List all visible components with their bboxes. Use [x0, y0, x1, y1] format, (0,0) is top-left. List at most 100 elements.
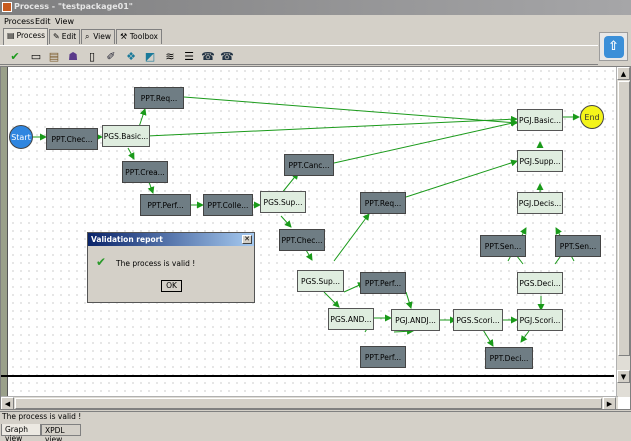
node-n5[interactable]: PPT.Perf...	[140, 194, 191, 216]
node-n7[interactable]: PGS.Sup...	[260, 191, 306, 213]
menu-process[interactable]: Process	[4, 17, 35, 26]
node-n19[interactable]: PGS.Deci...	[517, 272, 563, 294]
node-n21[interactable]: PPT.Sen...	[555, 235, 601, 257]
node-n17[interactable]: PPT.Deci...	[485, 347, 533, 369]
edit-pencil-icon[interactable]: ✐	[106, 49, 116, 63]
graph-canvas[interactable]: Start End PPT.Chec... PGS.Basic... PPT.R…	[1, 67, 614, 397]
node-n16[interactable]: PGS.Scori...	[453, 309, 503, 331]
check-icon[interactable]: ✔	[10, 49, 20, 63]
toolbar: ✔ ▭ ▤ ☗ ▯ ✐ ❖ ◩ ≋ ☰ ☎ ☎	[0, 45, 598, 65]
window-icon[interactable]: ▭	[30, 49, 42, 63]
tab-toolbox-label: Toolbox	[129, 32, 158, 41]
edge	[333, 119, 518, 164]
tab-view[interactable]: ⌕ View	[81, 29, 115, 44]
horizontal-scrollbar[interactable]: ◀ ▶	[1, 396, 618, 409]
page-icon[interactable]: ▯	[88, 49, 96, 63]
tab-process[interactable]: ▤ Process	[3, 28, 48, 45]
up-arrow-icon: ⇧	[603, 35, 624, 58]
close-icon[interactable]: ✕	[242, 235, 252, 244]
node-n18[interactable]: PGJ.Scori...	[517, 309, 563, 331]
node-n13[interactable]: PPT.Perf...	[360, 272, 406, 294]
toolbox-icon: ⚒	[120, 32, 128, 41]
menu-bar: Process Edit View	[0, 15, 631, 28]
tab-graph-view[interactable]: Graph view	[1, 424, 41, 441]
node-n3[interactable]: PPT.Req...	[134, 87, 184, 109]
end-node-label: End	[584, 112, 600, 122]
scroll-down-icon[interactable]: ▼	[617, 370, 630, 383]
stack2-icon[interactable]: ☰	[184, 49, 194, 63]
edge	[405, 291, 413, 309]
edge	[146, 115, 518, 137]
ok-button[interactable]: OK	[161, 280, 182, 292]
process-icon: ▤	[7, 31, 15, 40]
node-n1[interactable]: PPT.Chec...	[46, 128, 98, 150]
phone2-icon[interactable]: ☎	[220, 49, 234, 63]
tab-bar: ▤ Process ✎ Edit ⌕ View ⚒ Toolbox	[0, 28, 631, 45]
edge	[333, 213, 370, 262]
stack-icon[interactable]: ≋	[165, 49, 175, 63]
start-node-label: Start	[11, 132, 31, 142]
node-n6[interactable]: PPT.Colle...	[203, 194, 253, 216]
edge	[323, 291, 340, 308]
edge	[138, 108, 147, 128]
node-n22[interactable]: PGJ.Decis...	[517, 192, 563, 214]
view-tabs: Graph view XPDL view	[0, 423, 631, 441]
edge	[405, 159, 518, 198]
node-n24[interactable]: PGJ.Basic...	[517, 109, 563, 131]
start-node[interactable]: Start	[9, 125, 33, 149]
level-up-button[interactable]: ⇧	[599, 32, 628, 61]
tab-process-label: Process	[16, 31, 46, 40]
scroll-up-icon[interactable]: ▲	[617, 67, 630, 80]
node-n23[interactable]: PGJ.Supp...	[517, 150, 563, 172]
node-n2[interactable]: PGS.Basic...	[102, 125, 150, 147]
end-node[interactable]: End	[580, 105, 604, 129]
swimlane-strip	[1, 67, 8, 397]
tab-view-label: View	[93, 32, 111, 41]
blocks-icon[interactable]: ◩	[144, 49, 156, 63]
vertical-scrollbar[interactable]: ▲ ▼	[616, 67, 630, 397]
user-icon[interactable]: ☗	[68, 49, 78, 63]
node-n15[interactable]: PGJ.ANDJ...	[391, 309, 440, 331]
lane-separator	[1, 375, 614, 377]
menu-view[interactable]: View	[55, 17, 74, 26]
edge	[280, 215, 292, 228]
checkmark-icon: ✔	[96, 255, 107, 269]
node-n20[interactable]: PPT.Sen...	[480, 235, 526, 257]
scroll-left-icon[interactable]: ◀	[1, 397, 14, 409]
edit-icon: ✎	[53, 32, 60, 41]
menu-edit[interactable]: Edit	[35, 17, 51, 26]
edge	[280, 172, 299, 195]
edge	[183, 96, 518, 127]
edge	[393, 327, 414, 335]
scroll-right-icon[interactable]: ▶	[603, 397, 616, 409]
vertical-scroll-thumb[interactable]	[618, 81, 630, 356]
transitions-icon[interactable]: ❖	[126, 49, 136, 63]
edge	[305, 249, 313, 261]
status-bar: The process is valid !	[0, 411, 631, 422]
edge	[520, 330, 530, 343]
tab-edit[interactable]: ✎ Edit	[49, 29, 80, 44]
edge	[127, 147, 135, 160]
tab-xpdl-view[interactable]: XPDL view	[41, 424, 81, 441]
app-icon	[2, 2, 12, 12]
dialog-message: The process is valid !	[116, 259, 196, 268]
node-n4[interactable]: PPT.Crea...	[122, 161, 168, 183]
node-n8[interactable]: PPT.Canc...	[284, 154, 334, 176]
graph-edges	[33, 96, 580, 347]
title-bar: Process - "testpackage01"	[0, 0, 631, 15]
node-n10[interactable]: PGS.Sup...	[297, 270, 344, 292]
phone-icon[interactable]: ☎	[201, 49, 215, 63]
node-n11[interactable]: PPT.Req...	[360, 192, 406, 214]
node-n9[interactable]: PPT.Chec...	[279, 229, 325, 251]
document-icon[interactable]: ▤	[48, 49, 60, 63]
validation-dialog: Validation report ✕ ✔ The process is val…	[87, 232, 255, 303]
graph-canvas-frame: Start End PPT.Chec... PGS.Basic... PPT.R…	[0, 66, 631, 410]
dialog-title: Validation report	[88, 233, 254, 246]
status-text: The process is valid !	[2, 412, 82, 421]
tab-toolbox[interactable]: ⚒ Toolbox	[116, 29, 162, 44]
horizontal-scroll-thumb[interactable]	[15, 398, 602, 409]
node-n12[interactable]: PGS.AND...	[328, 308, 374, 330]
tab-edit-label: Edit	[61, 32, 77, 41]
node-n14[interactable]: PPT.Perf...	[360, 346, 406, 368]
view-icon: ⌕	[85, 32, 90, 41]
